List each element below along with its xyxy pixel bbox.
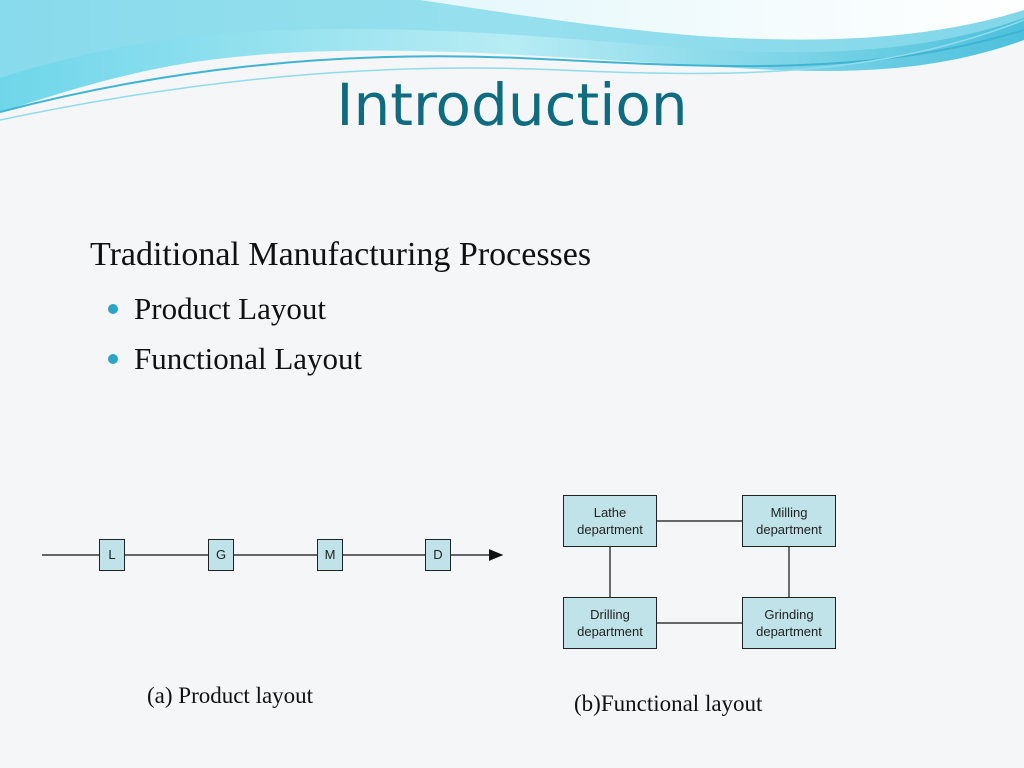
station-lathe-box: L (99, 539, 125, 571)
dept-suffix: department (577, 624, 643, 639)
dept-suffix: department (756, 624, 822, 639)
section-heading: Traditional Manufacturing Processes (90, 236, 592, 273)
product-layout-caption: (a) Product layout (147, 683, 314, 708)
bullet-item-functional-layout: Functional Layout (108, 340, 362, 390)
station-milling-box: M (317, 539, 343, 571)
grinding-department-box: Grinding department (742, 597, 836, 649)
product-layout-diagram: L G M D (42, 536, 512, 576)
bullet-list: Product Layout Functional Layout (108, 290, 362, 390)
dept-suffix: department (577, 522, 643, 537)
lathe-department-box: Lathe department (563, 495, 657, 547)
slide-title: Introduction (336, 71, 688, 139)
station-drilling-box: D (425, 539, 451, 571)
bullet-text: Functional Layout (134, 341, 363, 376)
bullet-dot-icon (108, 354, 118, 364)
dept-name: Grinding (764, 607, 814, 622)
wave-banner (0, 0, 1024, 121)
dept-name: Lathe (593, 505, 627, 520)
functional-layout-diagram: Lathe department Milling department Dril… (560, 492, 840, 652)
connector-lines (609, 520, 790, 624)
station-grinding-box: G (208, 539, 234, 571)
dept-name: Drilling (590, 607, 630, 622)
dept-suffix: department (756, 522, 822, 537)
bullet-item-product-layout: Product Layout (108, 290, 362, 340)
drilling-department-box: Drilling department (563, 597, 657, 649)
bullet-text: Product Layout (134, 291, 326, 326)
bullet-dot-icon (108, 304, 118, 314)
dept-name: Milling (770, 505, 808, 520)
milling-department-box: Milling department (742, 495, 836, 547)
functional-layout-caption: (b)Functional layout (574, 691, 763, 716)
